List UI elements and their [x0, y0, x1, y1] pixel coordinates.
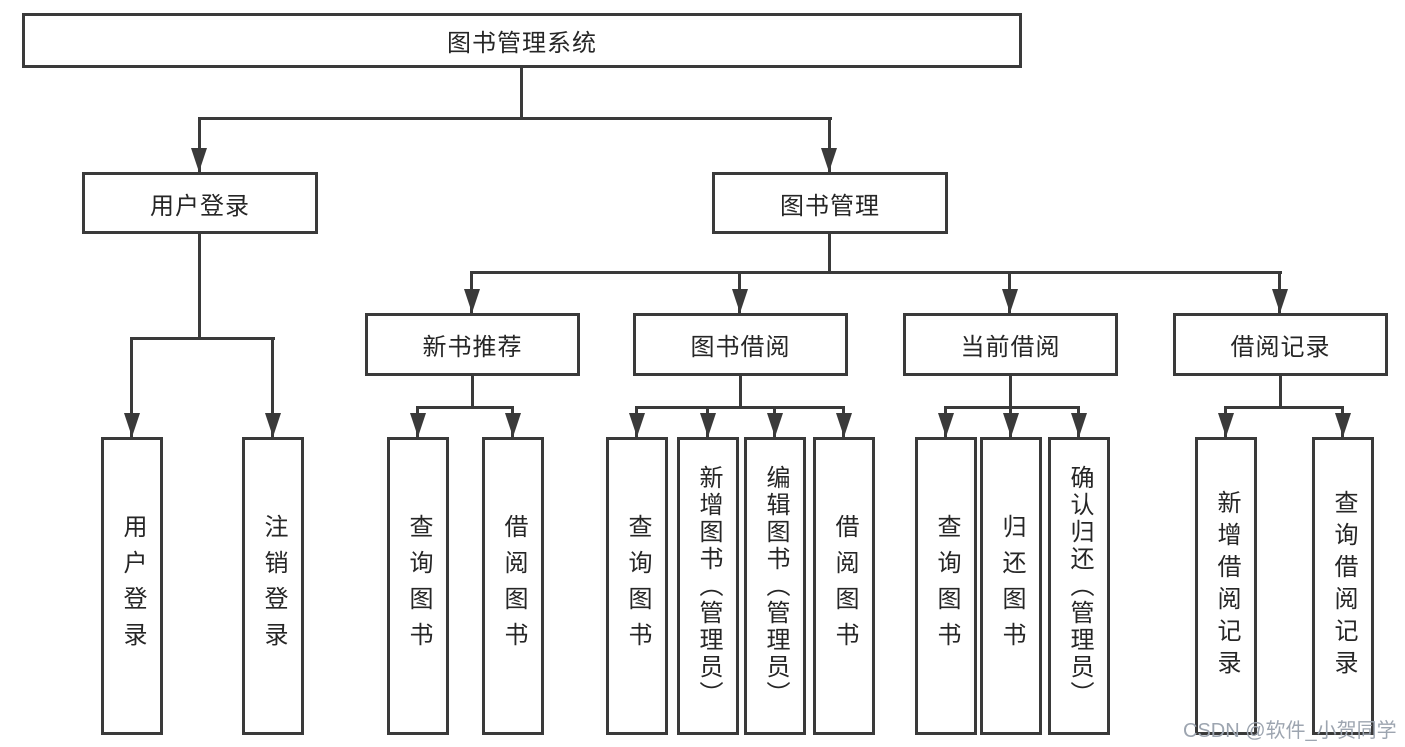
connector-line — [130, 337, 133, 437]
node-label: 借阅图书 — [500, 514, 527, 658]
csdn-watermark: CSDN @软件_小贺同学 — [1183, 720, 1397, 742]
connector-line — [944, 406, 1080, 409]
connector-line — [131, 337, 275, 340]
connector-line — [828, 117, 831, 172]
arrow-down-icon — [191, 148, 207, 172]
leaf-user-login: 用户登录 — [101, 437, 163, 735]
arrow-down-icon — [836, 413, 852, 437]
arrow-down-icon — [1272, 289, 1288, 313]
arrow-down-icon — [732, 289, 748, 313]
arrow-down-icon — [464, 289, 480, 313]
arrow-down-icon — [767, 413, 783, 437]
node-label: 查询图书 — [405, 514, 432, 658]
arrow-down-icon — [938, 413, 954, 437]
connector-line — [471, 376, 474, 407]
connector-line — [1009, 376, 1012, 407]
connector-line — [828, 234, 831, 272]
leaf-logout: 注销登录 — [242, 437, 304, 735]
node-label: 图书管理系统 — [447, 30, 597, 57]
leaf-add-borrow-record: 新增借阅记录 — [1195, 437, 1257, 735]
connector-line — [198, 117, 832, 120]
node-label: 借阅图书 — [831, 514, 858, 658]
arrow-down-icon — [265, 413, 281, 437]
node-label: 注销登录 — [260, 514, 287, 658]
leaf-borrow-books: 借阅图书 — [813, 437, 875, 735]
node-label: 归还图书 — [998, 514, 1025, 658]
leaf-query-books-recommend: 查询图书 — [387, 437, 449, 735]
arrow-down-icon — [124, 413, 140, 437]
arrow-down-icon — [629, 413, 645, 437]
node-label: 查询借阅记录 — [1330, 490, 1357, 682]
arrow-down-icon — [1003, 413, 1019, 437]
arrow-down-icon — [700, 413, 716, 437]
node-label: 编辑图书（管理员） — [762, 464, 789, 708]
node-borrowing-records: 借阅记录 — [1173, 313, 1388, 376]
leaf-return-books: 归还图书 — [980, 437, 1042, 735]
node-label: 查询图书 — [624, 514, 651, 658]
node-current-borrowing: 当前借阅 — [903, 313, 1118, 376]
leaf-query-borrow-record: 查询借阅记录 — [1312, 437, 1374, 735]
node-label: 图书借阅 — [690, 334, 791, 361]
node-label: 查询图书 — [933, 514, 960, 658]
arrow-down-icon — [1002, 289, 1018, 313]
leaf-edit-books-admin: 编辑图书（管理员） — [744, 437, 806, 735]
arrow-down-icon — [410, 413, 426, 437]
node-label: 当前借阅 — [960, 334, 1061, 361]
arrow-down-icon — [1335, 413, 1351, 437]
arrow-down-icon — [821, 148, 837, 172]
connector-line — [1224, 406, 1344, 409]
node-user-login: 用户登录 — [82, 172, 318, 234]
leaf-borrow-books-recommend: 借阅图书 — [482, 437, 544, 735]
arrow-down-icon — [505, 413, 521, 437]
node-root-library-system: 图书管理系统 — [22, 13, 1022, 68]
connector-line — [416, 406, 514, 409]
connector-line — [198, 117, 201, 172]
arrow-down-icon — [1218, 413, 1234, 437]
node-label: 新增借阅记录 — [1213, 490, 1240, 682]
connector-line — [271, 337, 274, 437]
node-label: 新书推荐 — [422, 334, 523, 361]
leaf-add-books-admin: 新增图书（管理员） — [677, 437, 739, 735]
leaf-query-books-borrowing: 查询图书 — [606, 437, 668, 735]
connector-line — [1279, 376, 1282, 407]
node-label: 用户登录 — [119, 514, 146, 658]
node-new-book-recommend: 新书推荐 — [365, 313, 580, 376]
node-label: 确认归还（管理员） — [1066, 464, 1093, 708]
leaf-query-books-current: 查询图书 — [915, 437, 977, 735]
connector-line — [520, 68, 523, 118]
connector-line — [198, 234, 201, 338]
node-label: 借阅记录 — [1230, 334, 1331, 361]
node-label: 用户登录 — [150, 192, 250, 220]
node-book-borrowing: 图书借阅 — [633, 313, 848, 376]
arrow-down-icon — [1071, 413, 1087, 437]
node-label: 新增图书（管理员） — [695, 464, 722, 708]
connector-line — [739, 376, 742, 407]
node-book-management: 图书管理 — [712, 172, 948, 234]
connector-line — [470, 271, 1282, 274]
connector-line — [635, 406, 845, 409]
node-label: 图书管理 — [780, 192, 880, 220]
leaf-confirm-return-admin: 确认归还（管理员） — [1048, 437, 1110, 735]
